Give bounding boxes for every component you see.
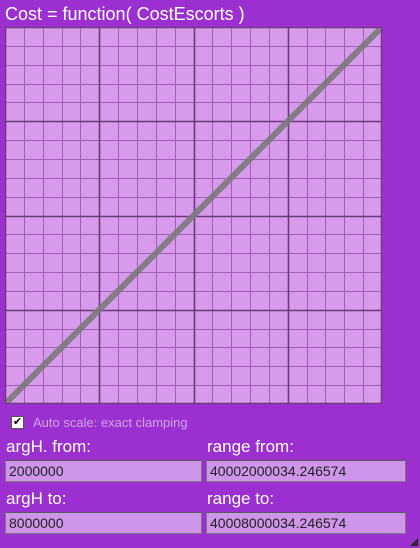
minor-grid bbox=[5, 27, 382, 404]
function-plot bbox=[5, 27, 382, 404]
chart-title: Cost = function( CostEscorts ) bbox=[5, 4, 245, 24]
autoscale-label: Auto scale: exact clamping bbox=[33, 414, 188, 430]
range-from-label: range from: bbox=[207, 437, 294, 456]
plot-canvas bbox=[5, 27, 382, 404]
range-from-input[interactable] bbox=[206, 460, 406, 482]
arg-from-label: argH. from: bbox=[6, 437, 92, 456]
autoscale-checkbox[interactable]: ✔ bbox=[11, 415, 24, 429]
arg-to-label: argH to: bbox=[6, 489, 67, 508]
arg-from-input[interactable] bbox=[5, 460, 202, 482]
autoscale-option[interactable]: ✔ Auto scale: exact clamping bbox=[11, 413, 188, 431]
resize-grip-icon[interactable] bbox=[410, 538, 418, 546]
range-to-input[interactable] bbox=[206, 512, 406, 534]
arg-to-input[interactable] bbox=[5, 512, 202, 534]
range-to-label: range to: bbox=[207, 489, 275, 508]
plot-border bbox=[5, 27, 382, 404]
function-curve bbox=[6, 28, 381, 403]
